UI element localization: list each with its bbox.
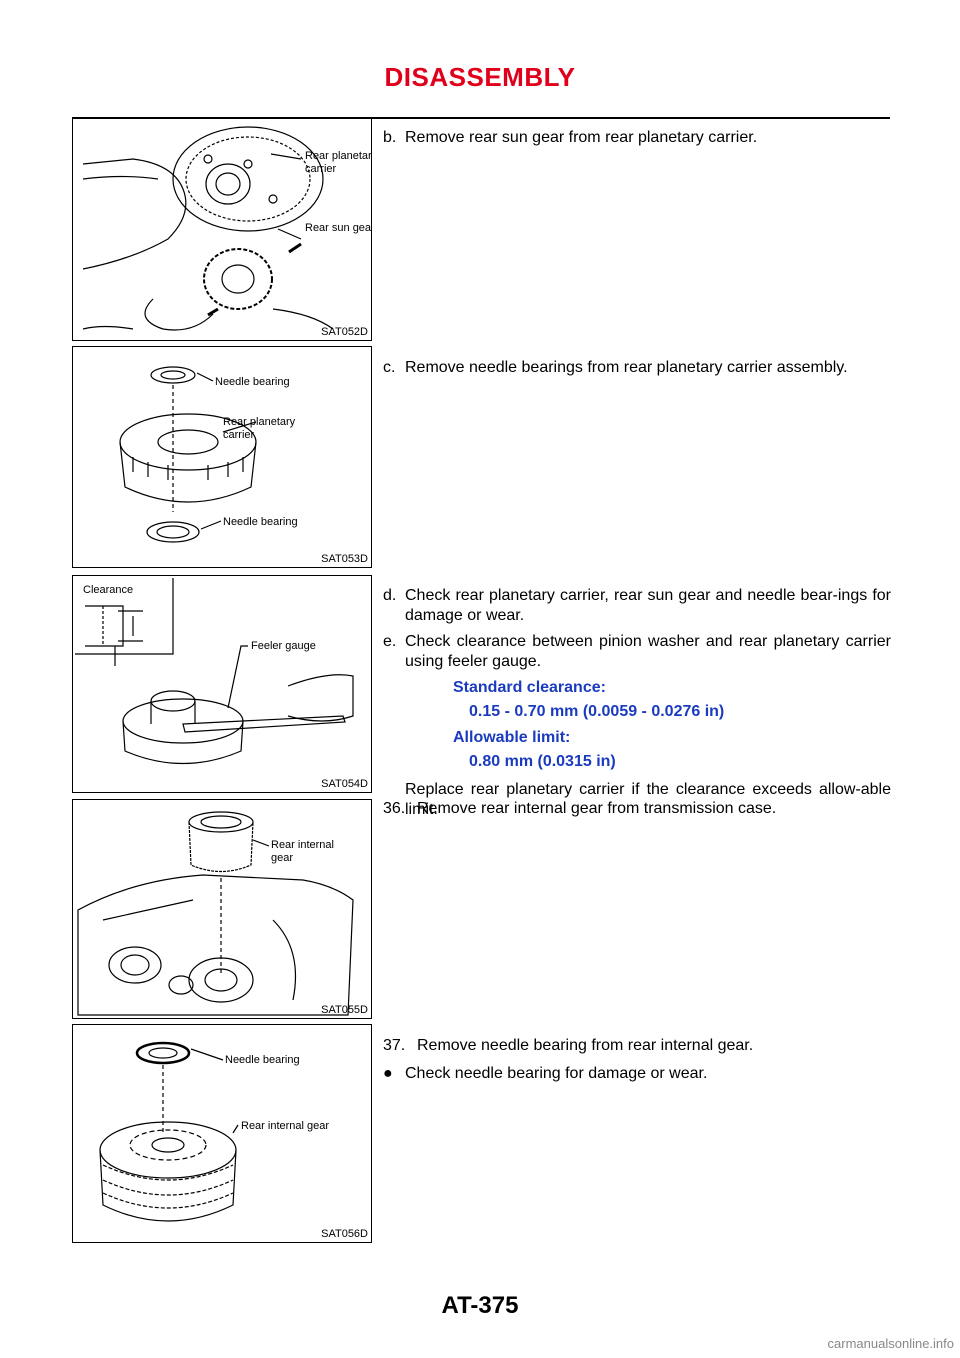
step-text: Check rear planetary carrier, rear sun g… xyxy=(405,587,891,624)
figure-label: Rear sun gear xyxy=(305,222,372,234)
spec-standard-label: Standard clearance: xyxy=(453,679,606,696)
page-title: DISASSEMBLY xyxy=(384,62,576,92)
rear-internal-gear-bearing-illustration: Needle bearing Rear internal gear xyxy=(99,1041,329,1222)
bullet-icon: ● xyxy=(383,1065,393,1082)
spec-standard-value: 0.15 - 0.70 mm (0.0059 - 0.0276 in) xyxy=(469,703,725,720)
replace-note: Replace rear planetary carrier if the cl… xyxy=(405,781,891,818)
step-marker: 37. xyxy=(383,1037,406,1054)
figure-code: SAT056D xyxy=(321,1228,368,1240)
step-text: Remove rear sun gear from rear planetary… xyxy=(405,129,758,146)
watermark: carmanualsonline.info xyxy=(827,1336,954,1351)
figure-sat054d: Clearance Feeler gauge SAT054D xyxy=(72,575,372,793)
figure-code: SAT054D xyxy=(321,778,368,790)
figure-sat052d: Rear planetary carrier Rear sun gear SAT… xyxy=(72,118,372,341)
needle-bearings-illustration: Needle bearing Rear planetary carrier Ne… xyxy=(119,366,298,543)
spec-allowable-label: Allowable limit: xyxy=(453,729,571,746)
figure-code: SAT052D xyxy=(321,326,368,338)
figure-sat053d: Needle bearing Rear planetary carrier Ne… xyxy=(72,346,372,568)
bullet-text: Check needle bearing for damage or wear. xyxy=(405,1065,708,1082)
feeler-gauge-illustration: Clearance Feeler gauge xyxy=(75,578,354,765)
figure-label: Needle bearing xyxy=(225,1054,300,1066)
step-marker: 36. xyxy=(383,800,406,817)
figure-label: Needle bearing xyxy=(223,516,298,528)
figure-label: carrier xyxy=(305,163,337,175)
step-c: c. Remove needle bearings from rear plane… xyxy=(383,358,891,384)
step-text: Remove rear internal gear from transmiss… xyxy=(417,800,777,817)
page-number: AT-375 xyxy=(441,1292,519,1319)
figure-label: Needle bearing xyxy=(215,376,290,388)
figure-label: Rear internal gear xyxy=(241,1120,329,1132)
figure-label: carrier xyxy=(223,429,255,441)
figure-sat056d: Needle bearing Rear internal gear SAT056… xyxy=(72,1024,372,1243)
spec-allowable-value: 0.80 mm (0.0315 in) xyxy=(469,753,616,770)
figure-code: SAT055D xyxy=(321,1004,368,1016)
figure-label: Rear planetary xyxy=(305,150,372,162)
rear-internal-gear-illustration: Rear internal gear xyxy=(77,811,354,1016)
spec-block: Standard clearance: 0.15 - 0.70 mm (0.00… xyxy=(383,678,891,772)
step-text: Check clearance between pinion washer an… xyxy=(405,633,891,670)
step-text: Remove needle bearings from rear planeta… xyxy=(405,359,848,376)
rear-sun-gear-illustration: Rear planetary carrier Rear sun gear xyxy=(82,126,372,331)
figure-label: Clearance xyxy=(83,584,133,596)
step-37: 37. Remove needle bearing from rear inter… xyxy=(383,1036,891,1084)
step-36: 36. Remove rear internal gear from transm… xyxy=(383,799,891,825)
steps-d-e: d. Check rear planetary carrier, rear sun… xyxy=(383,586,891,820)
step-marker: d. xyxy=(383,587,397,604)
header-rule xyxy=(72,117,890,119)
figure-label: Feeler gauge xyxy=(251,640,316,652)
figure-label: Rear internal xyxy=(271,839,334,851)
figure-label: Rear planetary xyxy=(223,416,296,428)
step-marker: c. xyxy=(383,359,396,376)
step-text: Remove needle bearing from rear internal… xyxy=(417,1037,754,1054)
figure-sat055d: Rear internal gear SAT055D xyxy=(72,799,372,1019)
step-b: b. Remove rear sun gear from rear planeta… xyxy=(383,128,891,154)
figure-code: SAT053D xyxy=(321,553,368,565)
step-marker: e. xyxy=(383,633,397,650)
step-marker: b. xyxy=(383,129,397,146)
figure-label: gear xyxy=(271,852,293,864)
